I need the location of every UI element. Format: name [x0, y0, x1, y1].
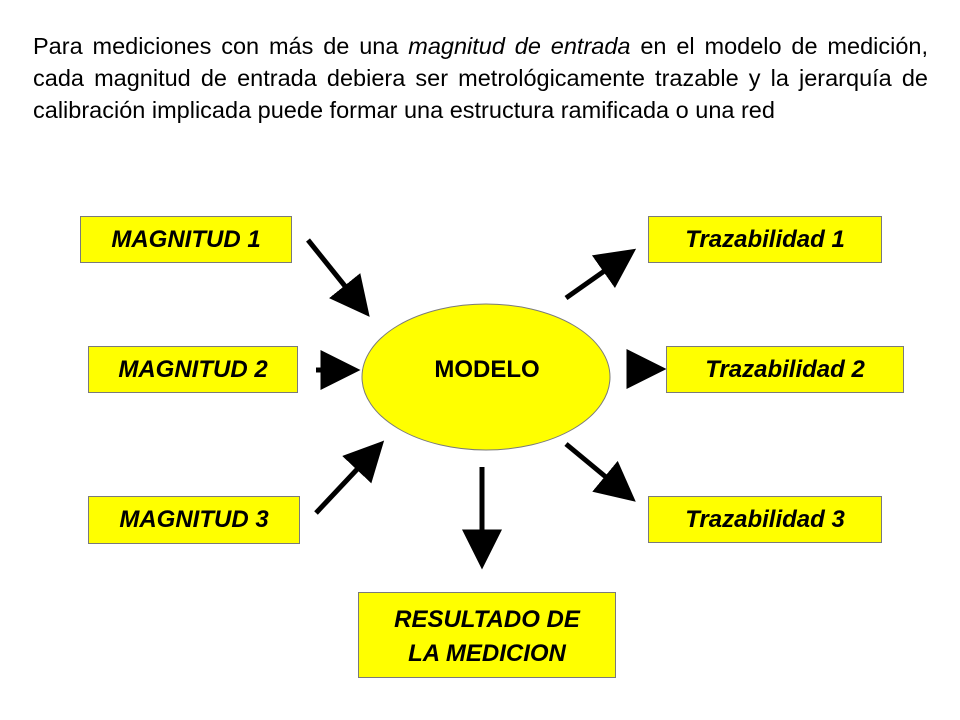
intro-text-end: en el modelo de medición, cada magnitud … — [33, 33, 928, 123]
modelo-ellipse — [361, 303, 611, 451]
trazabilidad-2-box: Trazabilidad 2 — [666, 346, 904, 393]
arrow-trazabilidad-1 — [564, 248, 637, 301]
resultado-box: RESULTADO DE LA MEDICION — [358, 592, 616, 678]
magnitud-3-box: MAGNITUD 3 — [88, 496, 300, 544]
resultado-line-1: RESULTADO DE — [394, 606, 580, 633]
magnitud-2-box: MAGNITUD 2 — [88, 346, 298, 393]
trazabilidad-3-box: Trazabilidad 3 — [648, 496, 882, 543]
arrow-magnitud-3 — [314, 440, 385, 515]
trazabilidad-1-box: Trazabilidad 1 — [648, 216, 882, 263]
magnitud-1-box: MAGNITUD 1 — [80, 216, 292, 263]
intro-text-emphasis: magnitud de entrada — [408, 33, 631, 59]
intro-text-start: Para mediciones con más de una — [33, 33, 409, 59]
arrow-trazabilidad-3 — [564, 442, 636, 502]
intro-paragraph: Para mediciones con más de una magnitud … — [33, 30, 928, 126]
resultado-line-2: LA MEDICION — [408, 640, 566, 667]
modelo-label: MODELO — [434, 356, 540, 383]
arrow-magnitud-1 — [306, 238, 370, 317]
